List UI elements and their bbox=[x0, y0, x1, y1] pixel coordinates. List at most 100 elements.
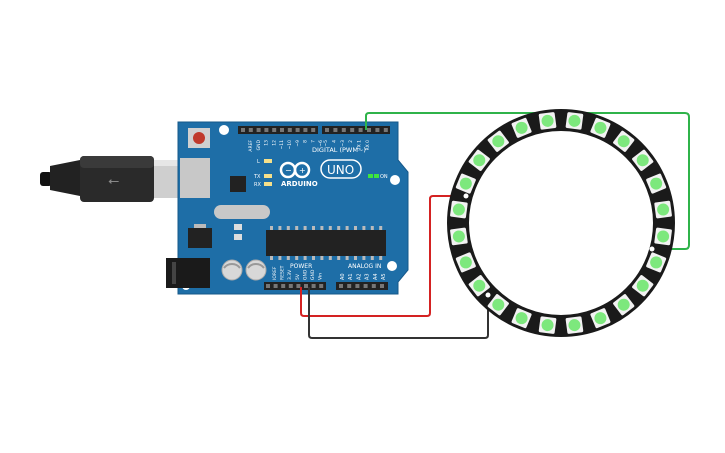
pin-hole[interactable] bbox=[256, 128, 261, 132]
led-tx bbox=[264, 174, 272, 178]
power-pin-label: GND bbox=[302, 269, 308, 280]
neopixel-led[interactable] bbox=[455, 173, 476, 194]
pin-hole[interactable] bbox=[241, 128, 245, 132]
neopixel-led[interactable] bbox=[565, 316, 584, 334]
pin-hole[interactable] bbox=[363, 284, 368, 288]
pin-hole[interactable] bbox=[339, 284, 343, 288]
pin-hole[interactable] bbox=[325, 128, 329, 132]
voltage-regulator bbox=[188, 228, 212, 248]
pin-hole[interactable] bbox=[367, 128, 371, 132]
neopixel-led[interactable] bbox=[450, 200, 468, 219]
power-pin-label: 5V bbox=[295, 273, 301, 280]
pin-hole[interactable] bbox=[341, 128, 346, 132]
pin-hole[interactable] bbox=[383, 128, 388, 132]
pin-hole[interactable] bbox=[295, 128, 300, 132]
neopixel-led[interactable] bbox=[654, 227, 672, 246]
pin-hole[interactable] bbox=[273, 284, 278, 288]
pin-hole[interactable] bbox=[248, 128, 253, 132]
digital-pin-label: 12 bbox=[271, 140, 277, 146]
pin-hole[interactable] bbox=[333, 128, 338, 132]
power-pin-label: GND bbox=[310, 269, 316, 280]
neopixel-led[interactable] bbox=[565, 112, 584, 130]
led-rx bbox=[264, 182, 272, 186]
neopixel-led[interactable] bbox=[590, 117, 611, 138]
pin-hole[interactable] bbox=[375, 128, 380, 132]
pin-hole[interactable] bbox=[303, 128, 308, 132]
pin-hole[interactable] bbox=[380, 284, 384, 288]
neopixel-led[interactable] bbox=[511, 308, 532, 329]
model-label: UNO bbox=[327, 163, 354, 177]
mounting-hole bbox=[387, 261, 397, 271]
neopixel-led[interactable] bbox=[538, 112, 557, 130]
digital-header-label: DIGITAL (PWM~) bbox=[312, 146, 366, 154]
pin-hole[interactable] bbox=[355, 284, 360, 288]
data-wire[interactable] bbox=[365, 112, 690, 250]
neopixel-led[interactable] bbox=[455, 252, 476, 273]
neopixel-led[interactable] bbox=[487, 293, 509, 316]
neopixel-led[interactable] bbox=[487, 130, 509, 152]
neopixel-led[interactable] bbox=[612, 293, 635, 316]
pin-hole[interactable] bbox=[319, 284, 324, 288]
neopixel-led[interactable] bbox=[654, 200, 672, 219]
analog-pin-label: A1 bbox=[348, 273, 354, 280]
neopixel-led[interactable] bbox=[631, 274, 654, 297]
neopixel-led[interactable] bbox=[468, 149, 490, 171]
digital-pin-holes bbox=[241, 128, 388, 132]
power-wire[interactable] bbox=[300, 195, 466, 317]
atmega-chip bbox=[266, 230, 386, 256]
neopixel-ring[interactable] bbox=[447, 109, 675, 337]
brand-label: ARDUINO bbox=[281, 180, 318, 188]
neopixel-led[interactable] bbox=[511, 117, 532, 138]
neopixel-led[interactable] bbox=[468, 274, 490, 297]
digital-header-left bbox=[238, 126, 318, 134]
digital-pin-label: AREF bbox=[248, 140, 254, 152]
digital-header-right bbox=[322, 126, 390, 134]
usb-port bbox=[180, 158, 210, 198]
led-tx-label: TX bbox=[253, 174, 261, 180]
neopixel-led[interactable] bbox=[631, 149, 654, 171]
digital-pin-label: ~10 bbox=[287, 140, 293, 150]
neopixel-led[interactable] bbox=[590, 308, 611, 329]
digital-pin-label: ~3 bbox=[340, 140, 346, 147]
digital-pin-label: TX 1 bbox=[357, 140, 363, 151]
ring-pad-power bbox=[463, 193, 469, 199]
ground-wire[interactable] bbox=[308, 287, 489, 339]
neopixel-led[interactable] bbox=[450, 227, 468, 246]
pin-hole[interactable] bbox=[287, 128, 292, 132]
capacitor bbox=[221, 259, 243, 281]
pin-hole[interactable] bbox=[272, 128, 277, 132]
analog-pin-label: A2 bbox=[356, 273, 362, 280]
pin-hole[interactable] bbox=[281, 284, 286, 288]
pin-hole[interactable] bbox=[280, 128, 284, 132]
pin-hole[interactable] bbox=[296, 284, 301, 288]
pin-hole[interactable] bbox=[266, 284, 270, 288]
pin-hole[interactable] bbox=[358, 128, 363, 132]
usb-chip bbox=[230, 176, 246, 192]
pin-hole[interactable] bbox=[311, 128, 316, 132]
led-l-label: L bbox=[257, 159, 260, 165]
power-pin-label: Vin bbox=[318, 273, 324, 280]
pin-hole[interactable] bbox=[264, 128, 269, 132]
pin-hole[interactable] bbox=[371, 284, 376, 288]
analog-pin-label: A3 bbox=[365, 273, 371, 280]
crystal bbox=[214, 205, 270, 219]
pin-hole[interactable] bbox=[350, 128, 355, 132]
pin-hole[interactable] bbox=[311, 284, 316, 288]
power-header bbox=[264, 282, 326, 290]
svg-text:−: − bbox=[285, 166, 292, 175]
digital-pin-label: GND bbox=[256, 139, 262, 150]
digital-pin-label: 4 bbox=[331, 140, 337, 143]
neopixel-led[interactable] bbox=[538, 316, 557, 334]
digital-pin-label: ~11 bbox=[279, 140, 285, 150]
neopixel-led[interactable] bbox=[612, 130, 635, 152]
pin-hole[interactable] bbox=[347, 284, 352, 288]
pin-hole[interactable] bbox=[288, 284, 293, 288]
pin-hole[interactable] bbox=[304, 284, 308, 288]
power-header-label: POWER bbox=[290, 263, 312, 270]
neopixel-led[interactable] bbox=[646, 252, 667, 273]
neopixel-led[interactable] bbox=[646, 173, 667, 194]
